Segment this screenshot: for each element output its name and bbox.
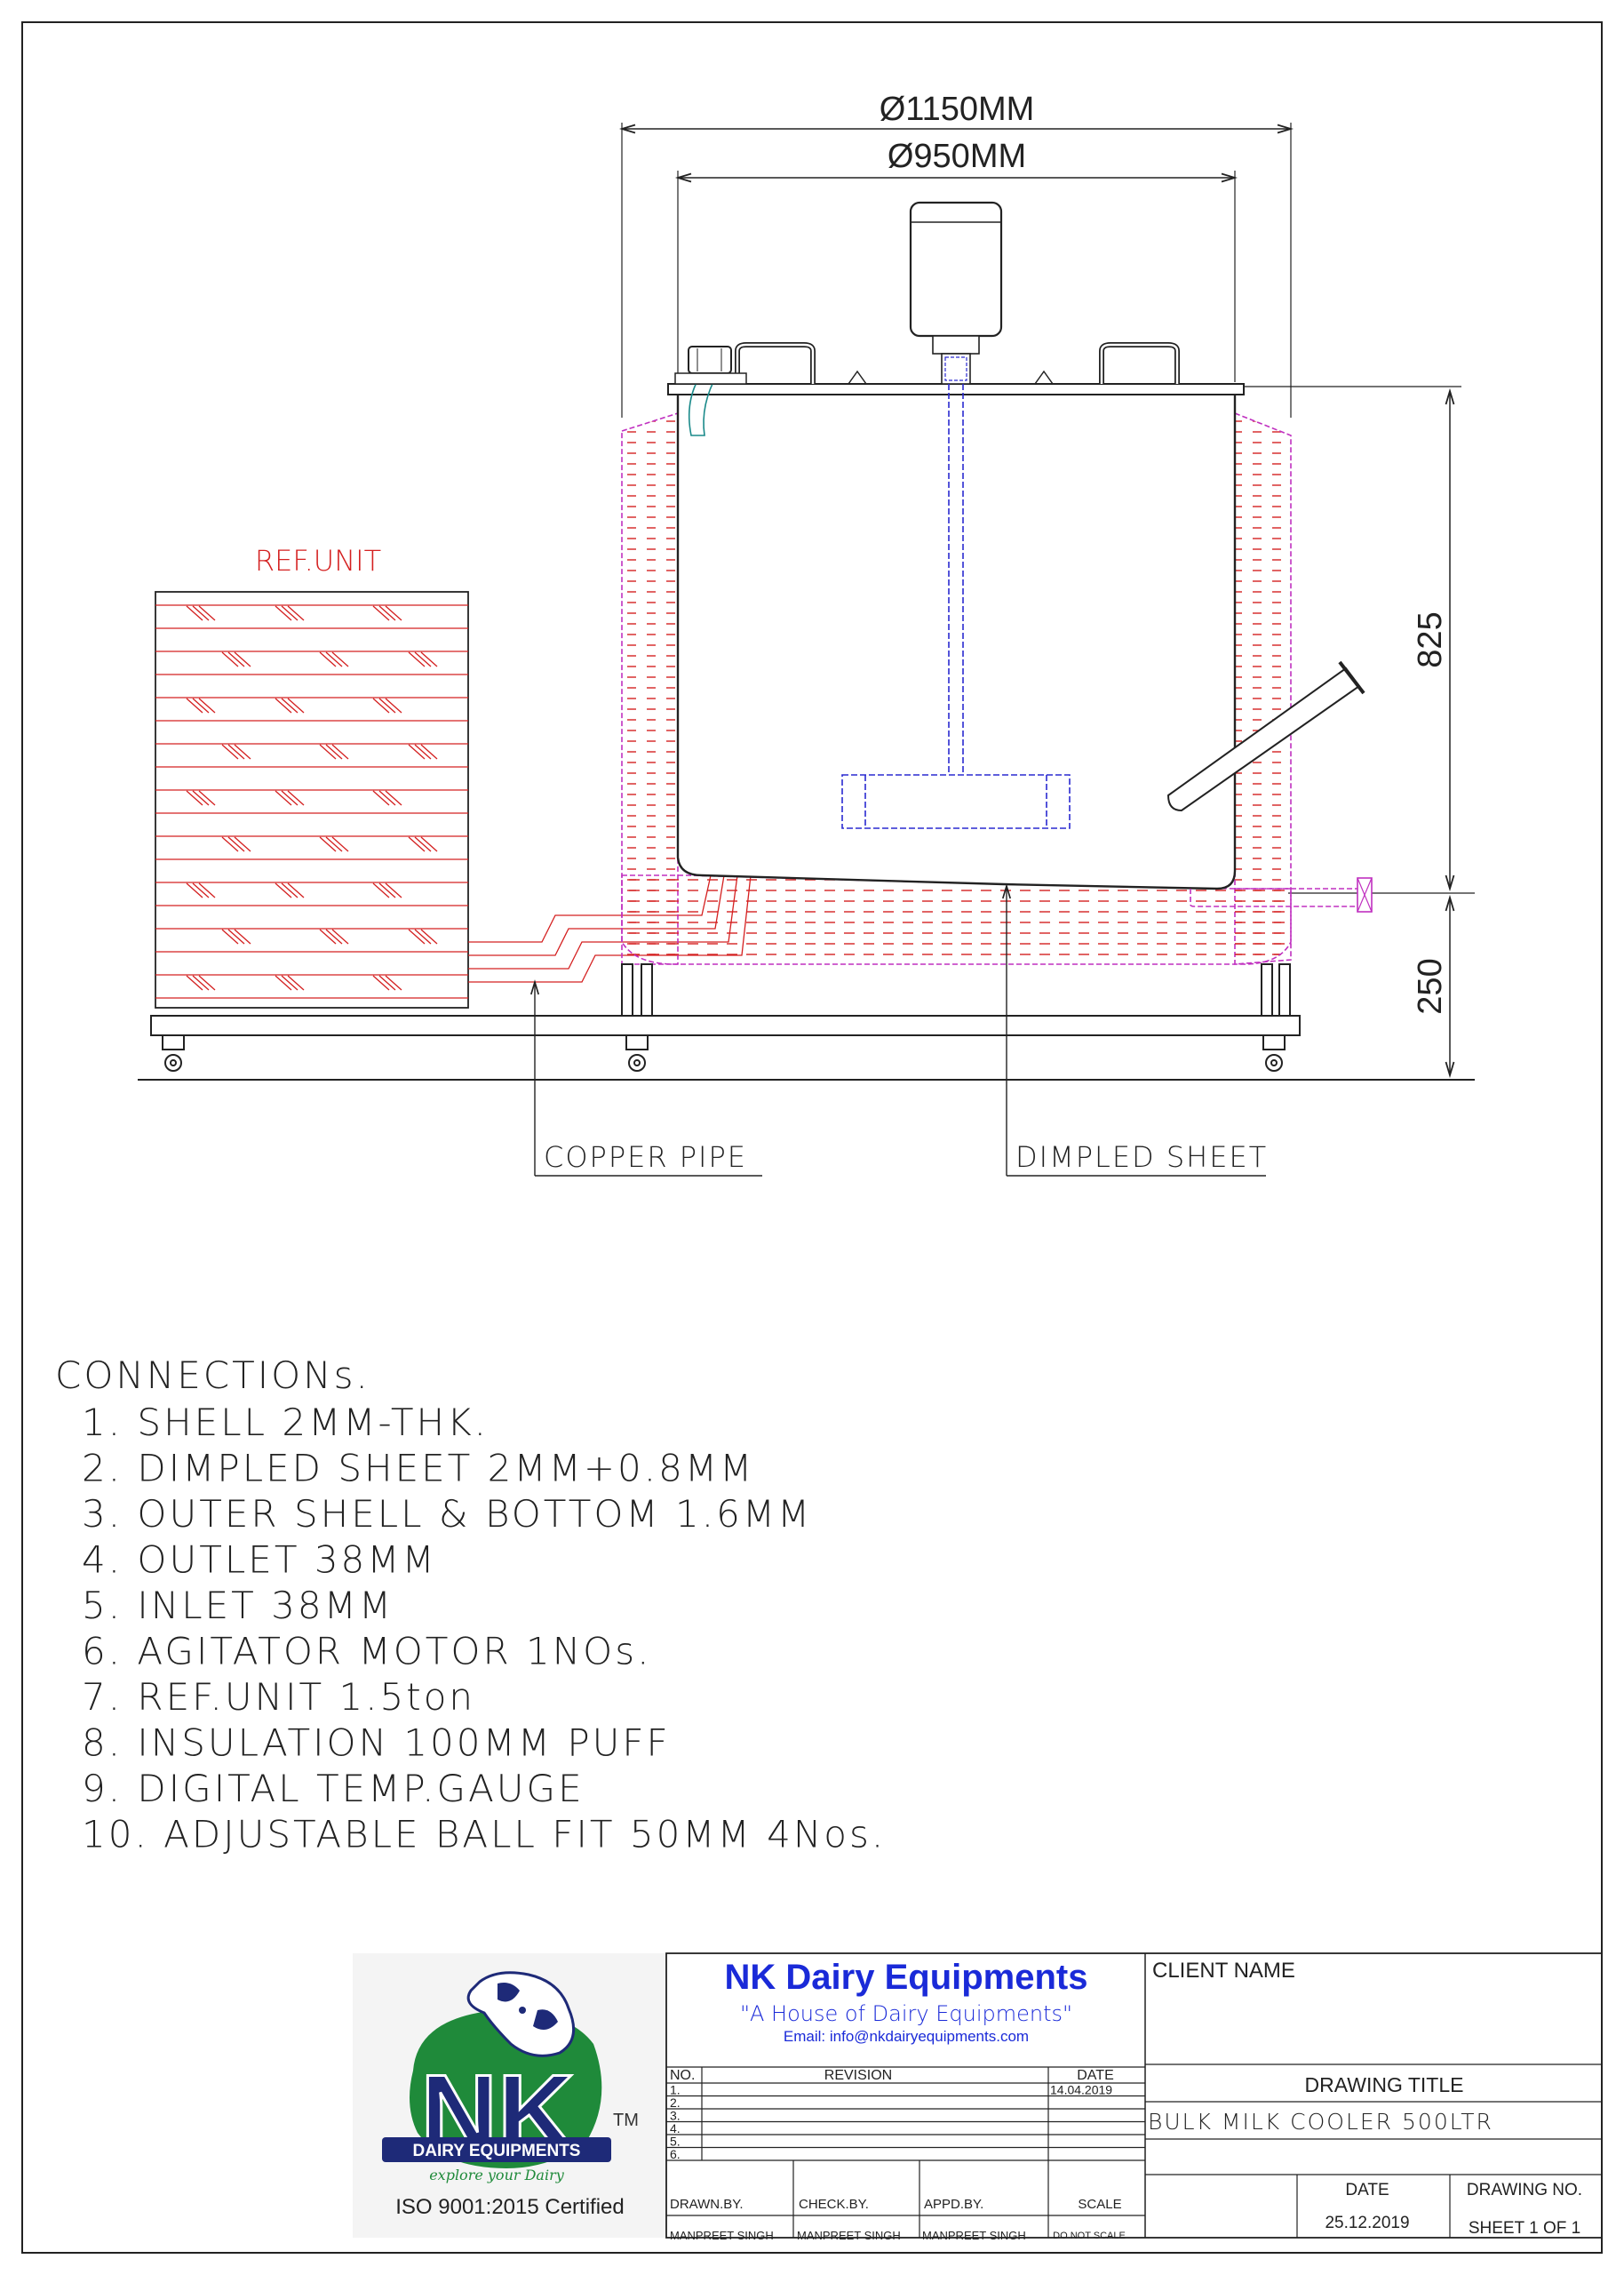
dimpled-sheet-label: DIMPLED SHEET xyxy=(1015,1140,1268,1174)
leg-height-label: 250 xyxy=(1412,958,1449,1014)
company-email: Email: info@nkdairyequipments.com xyxy=(784,2028,1029,2045)
connection-item: 2. DIMPLED SHEET 2MM+0.8MM xyxy=(82,1447,754,1490)
sheet-border xyxy=(21,21,1603,2254)
connection-item: 4. OUTLET 38MM xyxy=(82,1538,437,1582)
appd-by-value: MANPREET SINGH xyxy=(922,2229,1026,2242)
connection-item: 10. ADJUSTABLE BALL FIT 50MM 4Nos. xyxy=(82,1813,886,1856)
drawing-no-label: DRAWING NO. xyxy=(1467,2181,1582,2199)
company-name: NK Dairy Equipments xyxy=(725,1958,1088,1997)
logo-tagline: explore your Dairy xyxy=(429,2167,565,2183)
leader-copper-pipe: COPPER PIPE xyxy=(535,982,762,1177)
revision-date: 14.04.2019 xyxy=(1050,2083,1112,2097)
connection-item: 9. DIGITAL TEMP.GAUGE xyxy=(82,1767,585,1810)
temp-gauge-probe xyxy=(1166,660,1365,812)
revision-no: 3. xyxy=(670,2109,681,2123)
ref-unit-box xyxy=(155,591,469,1009)
drawn-by-value: MANPREET SINGH xyxy=(670,2229,774,2242)
lid-handle-left xyxy=(735,342,816,384)
outer-diameter-label: Ø1150MM xyxy=(880,91,1035,128)
connection-item: 8. INSULATION 100MM PUFF xyxy=(82,1721,671,1765)
iso-certification: ISO 9001:2015 Certified xyxy=(395,2195,625,2219)
dimension-vertical: 825 250 xyxy=(1244,386,1475,1081)
rev-header-revision: REVISION xyxy=(824,2068,892,2083)
ref-unit: REF.UNIT xyxy=(155,544,469,1009)
revision-no: 2. xyxy=(670,2095,681,2110)
base-frame xyxy=(150,1015,1301,1036)
connections-list: CONNECTIONs. 1. SHELL 2MM-THK.2. DIMPLED… xyxy=(55,1353,886,1856)
revision-no: 4. xyxy=(670,2121,681,2135)
drawing-no-value: SHEET 1 OF 1 xyxy=(1469,2219,1580,2238)
date-value: 25.12.2019 xyxy=(1325,2214,1409,2232)
castor-wheels xyxy=(162,1034,1286,1072)
tank-legs xyxy=(621,963,1291,1017)
connection-item: 6. AGITATOR MOTOR 1NOs. xyxy=(82,1630,651,1673)
connections-heading: CONNECTIONs. xyxy=(55,1353,370,1397)
lid-handle-right xyxy=(1099,342,1180,384)
inner-shell xyxy=(676,391,1237,890)
date-label: DATE xyxy=(1345,2181,1389,2199)
company-slogan: "A House of Dairy Equipments" xyxy=(740,2001,1072,2026)
logo-banner: DAIRY EQUIPMENTS xyxy=(413,2142,581,2160)
client-name-label: CLIENT NAME xyxy=(1152,1959,1295,1983)
scale-label: SCALE xyxy=(1078,2197,1121,2212)
drawing-title-value: BULK MILK COOLER 500LTR xyxy=(1148,2109,1493,2135)
outlet-pipe xyxy=(1190,877,1373,913)
title-block: NK TM DAIRY EQUIPMENTS explore your Dair… xyxy=(353,1952,1603,2242)
copper-pipe-label: COPPER PIPE xyxy=(544,1140,747,1174)
revision-no: 5. xyxy=(670,2135,681,2149)
connection-item: 5. INLET 38MM xyxy=(82,1584,394,1627)
agitator-shaft xyxy=(841,384,1071,829)
insulation-right xyxy=(1234,411,1292,965)
connection-item: 3. OUTER SHELL & BOTTOM 1.6MM xyxy=(82,1492,812,1536)
drawn-by-label: DRAWN.BY. xyxy=(670,2197,744,2212)
check-by-label: CHECK.BY. xyxy=(799,2197,869,2212)
agitator-motor xyxy=(909,201,1003,385)
dimension-inner-diameter: Ø950MM xyxy=(678,138,1235,382)
inner-diameter-label: Ø950MM xyxy=(888,138,1026,175)
rev-header-date: DATE xyxy=(1077,2068,1113,2083)
drawing-title-label: DRAWING TITLE xyxy=(1305,2073,1464,2096)
appd-by-label: APPD.BY. xyxy=(924,2197,983,2212)
connection-item: 7. REF.UNIT 1.5ton xyxy=(82,1675,475,1719)
tank-lid xyxy=(667,383,1245,395)
insulation-bottom xyxy=(621,874,1292,965)
leader-dimpled-sheet: DIMPLED SHEET xyxy=(1007,886,1268,1177)
nk-logo: NK TM DAIRY EQUIPMENTS explore your Dair… xyxy=(382,1971,639,2183)
logo-trademark: TM xyxy=(613,2111,639,2130)
ref-unit-label: REF.UNIT xyxy=(255,544,381,578)
revision-no: 6. xyxy=(670,2147,681,2161)
check-by-value: MANPREET SINGH xyxy=(797,2229,901,2242)
revision-no: 1. xyxy=(670,2083,681,2097)
scale-value: DO NOT SCALE xyxy=(1053,2231,1126,2241)
dimension-outer-diameter: Ø1150MM xyxy=(622,91,1291,418)
connection-item: 1. SHELL 2MM-THK. xyxy=(82,1401,489,1444)
rev-header-no: NO. xyxy=(670,2068,695,2083)
tank-height-label: 825 xyxy=(1412,611,1449,667)
inlet-pipe xyxy=(674,346,747,436)
